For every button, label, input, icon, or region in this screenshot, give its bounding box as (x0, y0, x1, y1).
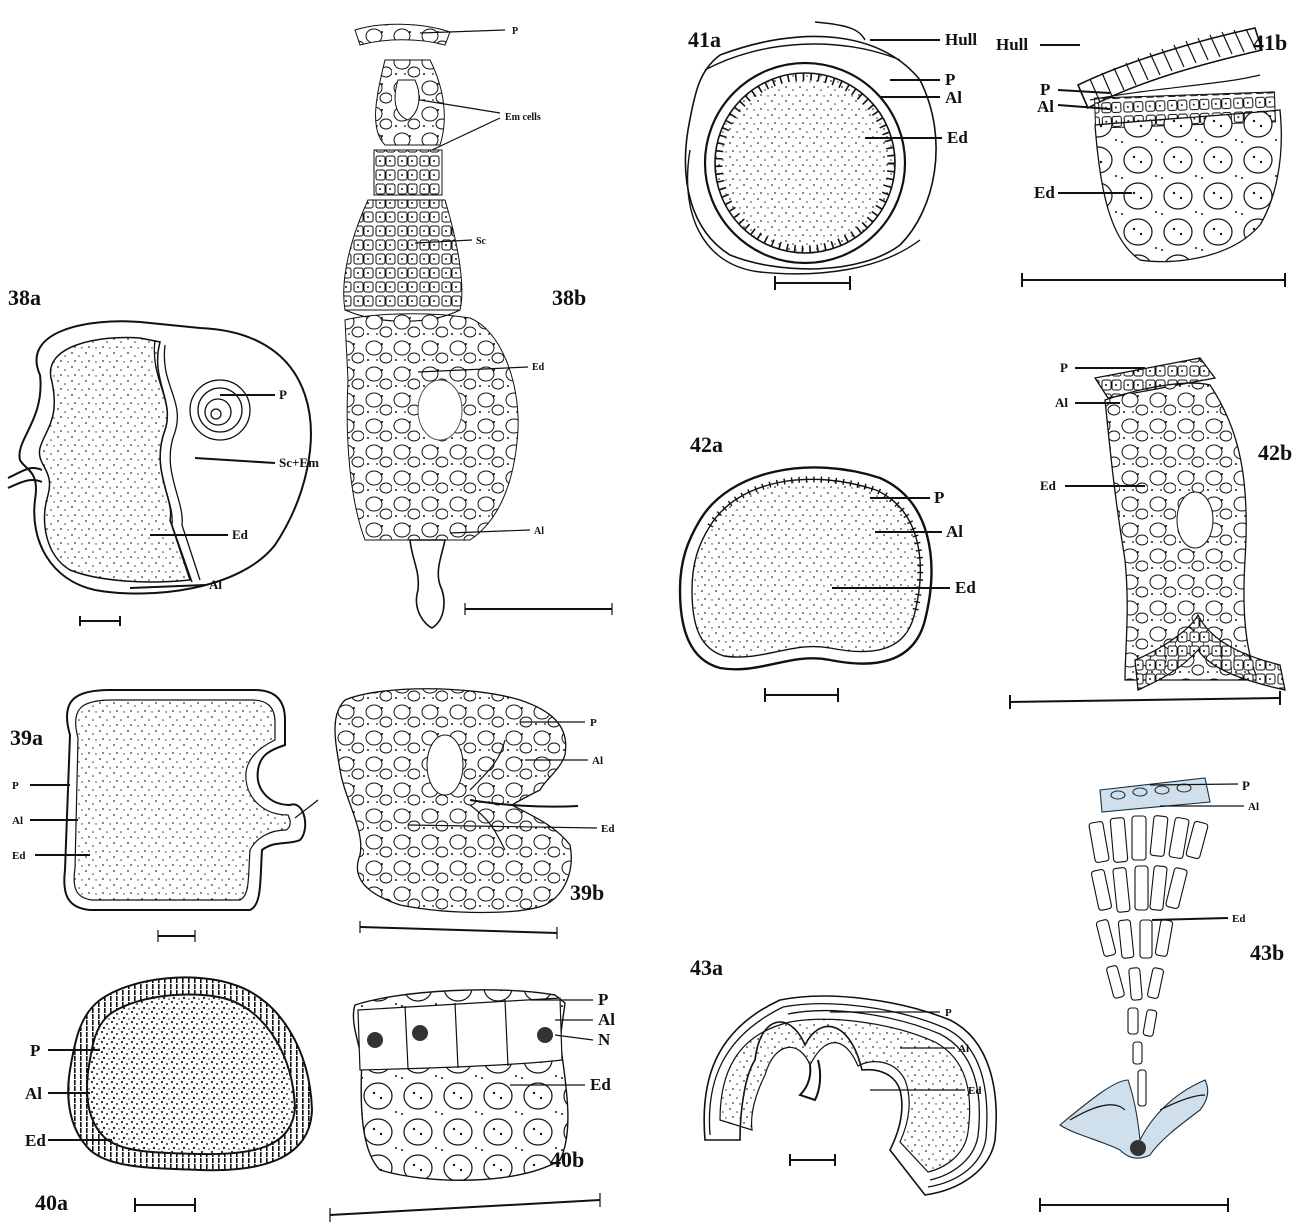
figure-40b-part-n: N (598, 1030, 611, 1049)
figure-43a-part-ed: Ed (968, 1085, 981, 1097)
figure-38b-part-p: P (512, 26, 518, 37)
figure-42b-part-al: Al (1055, 395, 1068, 410)
figure-41b-label: 41b (1253, 30, 1287, 55)
figure-38a-part-al: Al (209, 577, 222, 592)
figure-41a-label: 41a (688, 27, 721, 52)
figure-42b-part-p: P (1060, 360, 1068, 375)
figure-40b-part-ed: Ed (590, 1075, 611, 1094)
figure-43b-part-al: Al (1248, 801, 1259, 813)
figure-43b-part-p: P (1242, 778, 1250, 793)
figure-38a: 38a P Sc+Em Ed Al (8, 285, 319, 626)
figure-38b-part-al: Al (534, 526, 544, 537)
figure-39a-part-p: P (12, 780, 19, 792)
figure-41b-part-ed: Ed (1034, 183, 1055, 202)
figure-38b-part-emcells: Em cells (505, 112, 541, 123)
figure-39b-part-al: Al (592, 755, 603, 767)
figure-38a-label: 38a (8, 285, 41, 310)
figure-41b-part-al: Al (1037, 97, 1054, 116)
figure-40a: 40a P Al Ed (25, 977, 312, 1215)
figure-43a: 43a P Al Ed (690, 955, 996, 1195)
figure-43b-label: 43b (1250, 940, 1284, 965)
figure-42a-part-al: Al (946, 522, 963, 541)
figure-38b-part-sc: Sc (476, 236, 487, 247)
figure-39a: 39a P Al Ed (10, 690, 318, 942)
figure-39b-part-ed: Ed (601, 823, 614, 835)
figure-41a-part-al: Al (945, 88, 962, 107)
figure-41a-part-p: P (945, 70, 955, 89)
figure-40b-label: 40b (550, 1147, 584, 1172)
figure-38a-part-ed: Ed (232, 527, 249, 542)
figure-40a-part-ed: Ed (25, 1131, 46, 1150)
figure-38a-part-scem: Sc+Em (279, 455, 319, 470)
figure-41b-part-hull: Hull (996, 35, 1028, 54)
figure-42a-part-ed: Ed (955, 578, 976, 597)
figure-39b-label: 39b (570, 880, 604, 905)
figure-41a-part-hull: Hull (945, 30, 977, 49)
figure-43b: 43b P Al Ed (1040, 778, 1284, 1212)
figure-43b-part-ed: Ed (1232, 913, 1245, 925)
figure-42a-part-p: P (934, 488, 944, 507)
figure-42b-part-ed: Ed (1040, 478, 1057, 493)
figure-40a-part-al: Al (25, 1084, 42, 1103)
figure-43a-label: 43a (690, 955, 723, 980)
figure-41b: 41b Hull P Al Ed (996, 28, 1287, 287)
figure-38b-part-ed: Ed (532, 362, 545, 373)
figure-39a-part-ed: Ed (12, 850, 25, 862)
figure-41a-part-ed: Ed (947, 128, 968, 147)
figure-39b-part-p: P (590, 717, 597, 729)
figure-39b: 39b P Al Ed (335, 689, 614, 939)
figure-42a-label: 42a (690, 432, 723, 457)
figure-42b: 42b P Al Ed (1010, 358, 1292, 709)
figure-43a-part-p: P (945, 1007, 952, 1019)
figure-40b-part-al: Al (598, 1010, 615, 1029)
figure-40a-label: 40a (35, 1190, 68, 1215)
figure-38b: 38b P Em cells Sc Ed Al (344, 24, 612, 628)
figure-42a: 42a P Al Ed (680, 432, 976, 702)
figure-38b-label: 38b (552, 285, 586, 310)
figure-41a: 41a Hull P Al Ed (685, 22, 977, 290)
figure-39a-part-al: Al (12, 815, 23, 827)
figure-39a-label: 39a (10, 725, 43, 750)
figure-42b-label: 42b (1258, 440, 1292, 465)
figure-40a-part-p: P (30, 1041, 40, 1060)
figure-40b: 40b P Al N Ed (330, 990, 615, 1222)
figure-43a-part-al: Al (958, 1043, 969, 1055)
figure-38a-part-p: P (279, 387, 287, 402)
figure-40b-part-p: P (598, 990, 608, 1009)
